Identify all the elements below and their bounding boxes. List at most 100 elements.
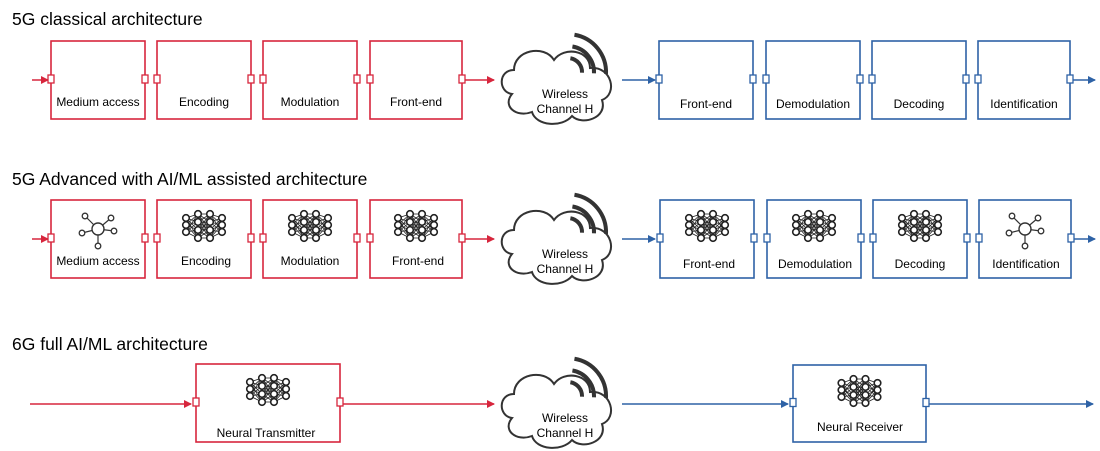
input-port xyxy=(869,233,877,243)
block-frame xyxy=(156,199,252,279)
tx-block-front-end: Front-end xyxy=(366,199,466,279)
input-port xyxy=(975,233,983,243)
block-frame xyxy=(658,40,754,120)
row-title: 5G Advanced with AI/ML assisted architec… xyxy=(12,169,367,189)
row-title: 5G classical architecture xyxy=(12,9,203,29)
input-port xyxy=(763,233,771,243)
row-5g-classical: 5G classical architecture Medium access … xyxy=(12,9,1096,125)
block-label: Demodulation xyxy=(776,97,850,111)
output-port xyxy=(247,233,255,243)
rx-block-identification: Identification xyxy=(975,199,1075,279)
block-label: Neural Receiver xyxy=(817,420,903,434)
block-label: Front-end xyxy=(683,257,735,271)
block-label: Encoding xyxy=(179,95,229,109)
neural-network-icon xyxy=(245,373,291,407)
block-label: Decoding xyxy=(894,97,945,111)
block-label: Demodulation xyxy=(778,257,852,271)
input-port xyxy=(259,233,267,243)
tx-block-medium-access: Medium access xyxy=(47,199,149,279)
ml-graph-icon xyxy=(1005,212,1045,250)
wireless-signal-icon xyxy=(569,192,609,234)
neural-network-icon xyxy=(897,209,943,243)
input-port xyxy=(366,74,374,84)
rx-block-demodulation: Demodulation xyxy=(762,40,864,120)
output-port xyxy=(458,74,466,84)
output-port xyxy=(962,74,970,84)
channel-label-line1: Wireless xyxy=(542,411,588,425)
wireless-channel-cloud: Wireless Channel H xyxy=(500,192,612,285)
input-port xyxy=(47,74,55,84)
block-frame xyxy=(369,199,463,279)
rx-block-decoding: Decoding xyxy=(869,199,971,279)
channel-label-line2: Channel H xyxy=(537,426,594,440)
neural-network-icon xyxy=(837,374,882,408)
row-title: 6G full AI/ML architecture xyxy=(12,334,208,354)
input-port xyxy=(153,74,161,84)
output-port xyxy=(922,397,930,408)
wireless-channel-cloud: Wireless Channel H xyxy=(500,32,612,125)
block-frame xyxy=(872,199,968,279)
neural-transmitter-block: Neural Transmitter xyxy=(192,363,344,443)
output-port xyxy=(856,74,864,84)
input-port xyxy=(192,397,200,407)
neural-receiver-block: Neural Receiver xyxy=(789,364,930,443)
block-label: Medium access xyxy=(56,254,139,268)
input-port xyxy=(153,233,161,243)
input-port xyxy=(655,74,663,84)
tx-block-front-end: Front-end xyxy=(366,40,466,120)
neural-network-icon xyxy=(684,209,730,243)
output-port xyxy=(141,74,149,84)
rx-block-demodulation: Demodulation xyxy=(763,199,865,279)
row-6g-full-ai: 6G full AI/ML architecture Neural Transm… xyxy=(12,334,1094,449)
output-port xyxy=(247,74,255,84)
wireless-signal-icon xyxy=(569,356,609,398)
input-port xyxy=(259,74,267,84)
neural-network-icon xyxy=(181,209,227,243)
input-port xyxy=(974,74,982,84)
row-5g-advanced: 5G Advanced with AI/ML assisted architec… xyxy=(12,169,1096,285)
tx-block-modulation: Modulation xyxy=(259,40,361,120)
input-port xyxy=(656,233,664,243)
input-port xyxy=(789,397,797,408)
block-frame xyxy=(156,40,252,120)
tx-block-encoding: Encoding xyxy=(153,40,255,120)
block-label: Identification xyxy=(990,97,1057,111)
tx-block-modulation: Modulation xyxy=(259,199,361,279)
block-label: Modulation xyxy=(281,95,340,109)
wireless-signal-icon xyxy=(569,32,609,74)
tx-block-encoding: Encoding xyxy=(153,199,255,279)
block-label: Modulation xyxy=(281,254,340,268)
rx-block-identification: Identification xyxy=(974,40,1074,120)
input-port xyxy=(868,74,876,84)
output-port xyxy=(1067,233,1075,243)
neural-network-icon xyxy=(791,209,837,243)
rx-block-decoding: Decoding xyxy=(868,40,970,120)
rx-block-front-end: Front-end xyxy=(656,199,758,279)
block-frame xyxy=(792,364,927,443)
neural-network-icon xyxy=(287,209,333,243)
output-port xyxy=(963,233,971,243)
block-frame xyxy=(766,199,862,279)
block-label: Medium access xyxy=(56,95,139,109)
block-frame xyxy=(262,199,358,279)
output-port xyxy=(749,74,757,84)
ml-graph-icon xyxy=(78,212,118,250)
rx-block-front-end: Front-end xyxy=(655,40,757,120)
block-label: Front-end xyxy=(392,254,444,268)
neural-network-icon xyxy=(393,209,439,243)
output-port xyxy=(336,397,344,407)
channel-label-line2: Channel H xyxy=(537,102,594,116)
output-port xyxy=(857,233,865,243)
block-label: Front-end xyxy=(390,95,442,109)
output-port xyxy=(458,233,466,243)
block-frame xyxy=(262,40,358,120)
output-port xyxy=(750,233,758,243)
output-port xyxy=(353,74,361,84)
input-port xyxy=(47,233,55,243)
block-label: Front-end xyxy=(680,97,732,111)
input-port xyxy=(762,74,770,84)
block-frame xyxy=(977,40,1071,120)
input-port xyxy=(366,233,374,243)
channel-label-line1: Wireless xyxy=(542,87,588,101)
